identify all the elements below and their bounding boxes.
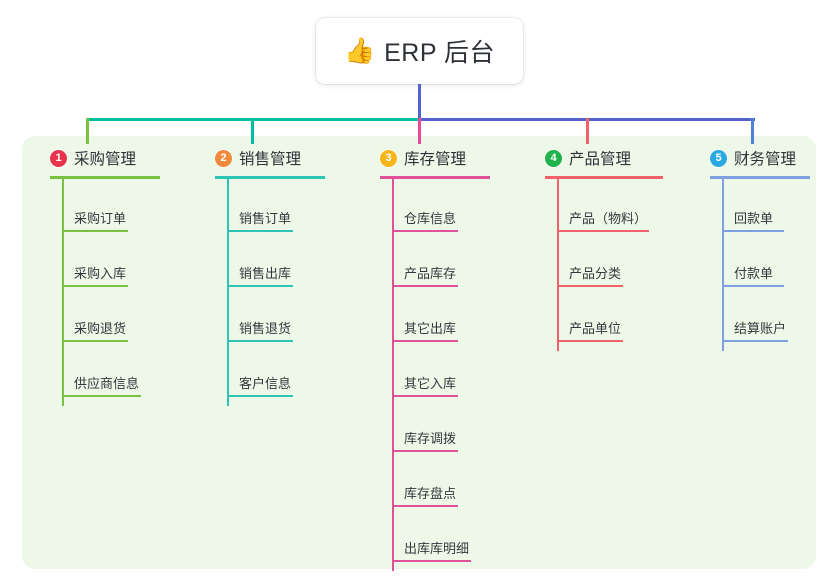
leaf-label: 采购入库 [74, 266, 127, 281]
leaf-label: 产品单位 [569, 321, 622, 336]
drop-product [586, 118, 589, 144]
column-2: 2 销售管理销售订单销售出库销售退货客户信息 [201, 146, 325, 406]
leaf-label: 销售出库 [239, 266, 292, 281]
leaf-label: 回款单 [734, 211, 774, 226]
column-header-1[interactable]: 1 采购管理 [36, 146, 136, 170]
leaf-rule [227, 285, 293, 287]
root-node[interactable]: 👍 ERP 后台 [316, 18, 523, 84]
badge-number-1: 1 [50, 149, 67, 167]
leaf-rule [392, 230, 458, 232]
leaf-label: 产品（物料） [569, 211, 648, 226]
leaf-rule [227, 395, 293, 397]
leaf-rule [62, 285, 128, 287]
drop-inventory [418, 118, 421, 144]
leaf-label: 其它入库 [404, 376, 457, 391]
column-rule-5 [710, 176, 810, 179]
drop-purchase [86, 118, 89, 144]
leaf-label: 结算账户 [734, 321, 787, 336]
leaf-label: 采购订单 [74, 211, 127, 226]
column-header-4[interactable]: 4 产品管理 [531, 146, 631, 170]
column-spine-4 [557, 179, 559, 351]
leaf-rule [227, 230, 293, 232]
column-spine-3 [392, 179, 394, 571]
leaf-rule [227, 340, 293, 342]
leaf-label: 付款单 [734, 266, 774, 281]
leaf-label: 其它出库 [404, 321, 457, 336]
leaf-label: 销售订单 [239, 211, 292, 226]
leaf-rule [62, 340, 128, 342]
column-5: 5 财务管理回款单付款单结算账户 [696, 146, 810, 351]
leaf-rule [557, 340, 623, 342]
drop-sales [251, 118, 254, 144]
leaf-label: 产品分类 [569, 266, 622, 281]
leaf-rule [392, 395, 458, 397]
badge-number-4: 4 [545, 149, 562, 167]
column-3: 3 库存管理仓库信息产品库存其它出库其它入库库存调拨库存盘点出库库明细 [366, 146, 490, 571]
leaf-rule [722, 340, 788, 342]
badge-number-2: 2 [215, 149, 232, 167]
column-header-5[interactable]: 5 财务管理 [696, 146, 796, 170]
leaf-label: 库存盘点 [404, 486, 457, 501]
leaf-rule [722, 285, 784, 287]
column-header-2[interactable]: 2 销售管理 [201, 146, 301, 170]
leaf-label: 采购退货 [74, 321, 127, 336]
leaf-rule [722, 230, 784, 232]
column-title-2: 销售管理 [239, 151, 302, 168]
column-spine-2 [227, 179, 229, 406]
leaf-rule [392, 285, 458, 287]
root-title: ERP 后台 [384, 39, 496, 67]
leaf-rule [392, 450, 458, 452]
column-title-3: 库存管理 [404, 151, 467, 168]
column-1: 1 采购管理采购订单采购入库采购退货供应商信息 [36, 146, 160, 406]
badge-number-3: 3 [380, 149, 397, 167]
leaf-rule [62, 395, 141, 397]
leaf-rule [392, 560, 471, 562]
column-header-3[interactable]: 3 库存管理 [366, 146, 466, 170]
badge-number-5: 5 [710, 149, 727, 167]
column-rule-2 [215, 176, 325, 179]
column-rule-3 [380, 176, 490, 179]
leaf-label: 销售退货 [239, 321, 292, 336]
leaf-label: 仓库信息 [404, 211, 457, 226]
leaf-label: 供应商信息 [74, 376, 140, 391]
column-spine-5 [722, 179, 724, 351]
columns-panel [22, 136, 816, 569]
leaf-rule [392, 340, 458, 342]
column-title-5: 财务管理 [734, 151, 797, 168]
drop-finance [751, 118, 754, 144]
leaf-label: 产品库存 [404, 266, 457, 281]
leaf-rule [62, 230, 128, 232]
leaf-rule [557, 230, 649, 232]
leaf-rule [392, 505, 458, 507]
leaf-label: 库存调拨 [404, 431, 457, 446]
column-4: 4 产品管理产品（物料） 产品分类产品单位 [531, 146, 663, 351]
leaf-label: 客户信息 [239, 376, 292, 391]
column-title-1: 采购管理 [74, 151, 137, 168]
root-stem [418, 84, 421, 121]
column-title-4: 产品管理 [569, 151, 632, 168]
leaf-rule [557, 285, 623, 287]
thumbs-up-icon: 👍 [343, 36, 376, 65]
column-rule-1 [50, 176, 160, 179]
column-spine-1 [62, 179, 64, 406]
leaf-label: 出库库明细 [404, 541, 470, 556]
column-rule-4 [545, 176, 663, 179]
